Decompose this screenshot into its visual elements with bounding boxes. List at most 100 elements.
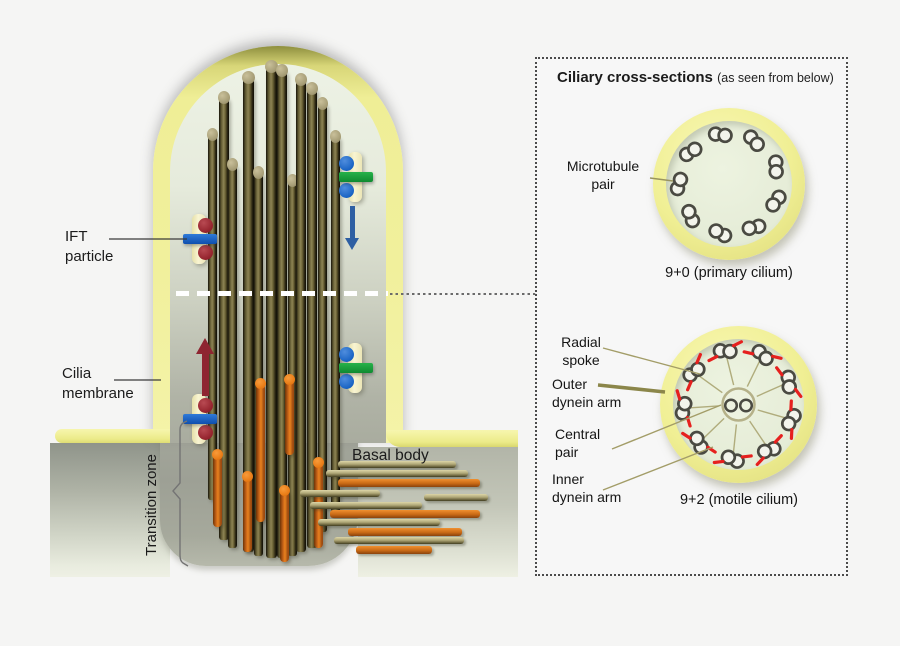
outer-dynein-arm [773,434,783,444]
microtubule-tip [218,91,230,104]
inner-dynein-arm [695,352,702,365]
basal-body-rod [338,479,480,487]
microtubule-pair [743,129,765,153]
inner-dynein-arm [789,428,794,440]
basal-body-rod [300,490,380,497]
fiber-tip [279,485,290,496]
basal-body-rod [330,510,480,518]
basal-body-rod [348,528,462,536]
outer-dynein-arm [742,350,755,356]
microtubule-tip [207,128,218,141]
microtubule-tip [330,130,341,143]
microtubule-pair [681,430,717,455]
central-pair-label: Central pair [555,425,600,461]
microtubule-rod [227,158,238,548]
cell-membrane-right [386,430,518,447]
microtubule-rod [218,91,230,540]
microtubule-pair [669,171,689,197]
outer-dynein-arm [740,454,753,459]
inner-dynein-arm [681,431,692,440]
label-line: pair [555,444,579,461]
basal-body-rod [326,470,468,477]
ift-particle-retrograde-upper [339,152,373,202]
ift-cargo [198,398,213,413]
outer-dynein-arm [706,445,717,454]
fiber-tip [212,449,223,460]
fiber-tip [313,457,324,468]
microtubule-pair [678,141,703,163]
label-line: Cilia [62,365,92,382]
ift-motor-bar [183,414,217,424]
outer-dynein-arm [707,354,719,363]
label-line: spoke [562,352,600,369]
radial-spoke-label: Radial spoke [545,333,617,369]
microtubule-pair [712,449,753,469]
basal-body-rod [356,546,432,554]
microtubule-tip [265,60,278,73]
inner-dynein-arm [793,387,803,399]
label-line: Microtubule [566,158,640,174]
radial-spoke [757,409,785,419]
basal-body-rod [318,519,440,526]
microtubule-rod [207,128,218,500]
microtubule-tip [287,174,298,187]
section-dotted-connector [390,293,537,295]
ift-motor-bar [339,363,373,373]
radial-spoke [749,420,766,445]
label-line: dynein arm [552,394,622,411]
microtubule-pair [681,203,701,229]
fiber-tip [284,374,295,385]
arrow-stem [349,206,355,238]
ift-motor-bar [183,234,217,244]
label-line: Inner [552,471,584,487]
microtubule-tip [306,82,318,95]
panel-subtitle: (as seen from below) [717,71,834,85]
microtubule-tip [242,71,255,84]
microtubule-tip [295,73,307,86]
basal-body-label: Basal body [352,447,429,464]
ift-cargo [339,156,354,171]
cross-section-9-2 [674,340,803,469]
microtubule-rod [317,97,328,532]
microtubule-pair [682,352,706,392]
microtubule-pair [765,189,787,213]
basal-body-rod [310,502,422,509]
microtubule-tip [317,97,328,110]
microtubule-pair [708,223,733,244]
outer-dynein-arm [775,366,784,377]
cross-section-panel: Ciliary cross-sections (as seen from bel… [535,57,848,576]
inner-dynein-arm [675,389,682,401]
arrow-head [196,338,214,354]
microtubule-rod [306,82,318,548]
fiber-tip [255,378,266,389]
microtubule-rod [265,60,278,558]
microtubule-pair [780,399,802,440]
microtubule-pair [741,218,767,237]
radial-spoke [703,417,725,439]
label-line: dynein arm [552,489,622,506]
transition-fiber-rod [255,378,266,522]
microtubule-tip [253,166,264,179]
ift-cargo [339,374,354,389]
ift-particle-label: IFT particle [65,227,113,268]
outer-dynein-arm [685,415,692,428]
arrow-stem [201,352,209,396]
microtubule-rod [287,174,298,556]
radial-spoke [746,361,761,387]
label-line: pair [591,176,615,193]
outer-dynein-arm [686,380,693,392]
label-line: Radial [561,334,601,350]
label-line: Central [555,426,601,442]
radial-spoke [726,357,735,386]
ift-particle-anterograde-upper [183,214,217,264]
radial-spoke [699,375,723,394]
outer-dynein-arm [789,399,793,412]
ift-cargo [198,425,213,440]
retrograde-arrow-icon [345,206,359,250]
microtubule-rod [253,166,264,556]
ift-cargo [339,347,354,362]
outer-dynein-arm-label: Outer dynein arm [552,375,621,411]
radial-spoke [732,424,738,453]
microtubule-rod [276,64,288,558]
